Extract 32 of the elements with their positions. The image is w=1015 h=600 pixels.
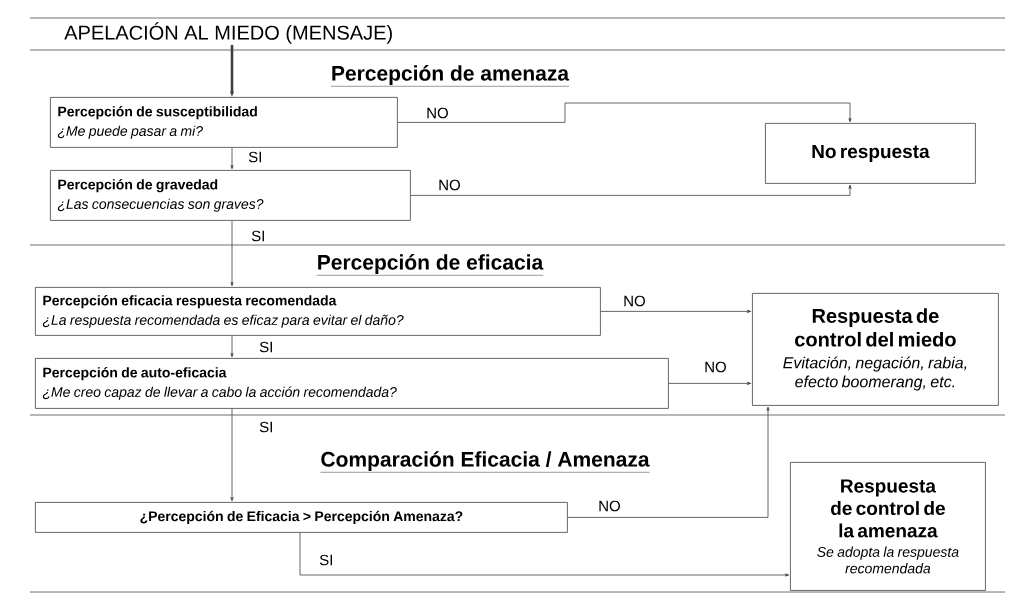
section-heading: Comparación Eficacia / Amenaza [320,451,650,473]
process-box: Percepción de susceptibilidad ¿Me puede pasar a mi? [50,97,398,148]
edge-label: NO [425,106,450,120]
process-box: Percepción eficacia respuesta recomendada ¿La respuesta recomendada es eficaz para evitar el daño? [35,287,601,336]
arrow [230,335,234,358]
result-box: Respuesta de control de la amenaza Se adopta la respuesta recomendada [790,462,986,591]
arrow [230,220,234,287]
arrow [397,102,852,123]
edge-label: NO [622,294,647,308]
edge-label: SI [258,340,275,354]
edge-label: SI [318,553,335,567]
arrow [410,184,852,196]
arrow [299,532,790,577]
section-heading: Percepción de eficacia [316,254,544,276]
edge-label: NO [437,178,462,192]
edge-label: NO [597,499,622,513]
arrow [567,406,770,518]
edge-label: NO [703,360,728,374]
result-box: No respuesta [765,123,976,184]
section-heading: Percepción de amenaza [330,65,570,87]
arrow [600,309,752,313]
result-box: Respuesta de control del miedo Evitación, negación, rabia, efecto boomerang, etc. [752,293,999,406]
arrow [230,147,234,170]
edge-label: SI [258,420,275,434]
decision-box: ¿Percepción de Eficacia > Percepción Amenaza? [35,502,568,533]
arrow [230,408,234,502]
edge-label: SI [250,229,267,243]
edge-label: SI [247,150,264,164]
process-box: Percepción de gravedad ¿Las consecuencias son graves? [50,170,411,221]
arrow [668,381,752,385]
heading-text: APELACIÓN AL MIEDO (MENSAJE) [64,22,392,44]
process-box: Percepción de auto-eficacia ¿Me creo capaz de llevar a cabo la acción recomendada? [35,358,669,409]
